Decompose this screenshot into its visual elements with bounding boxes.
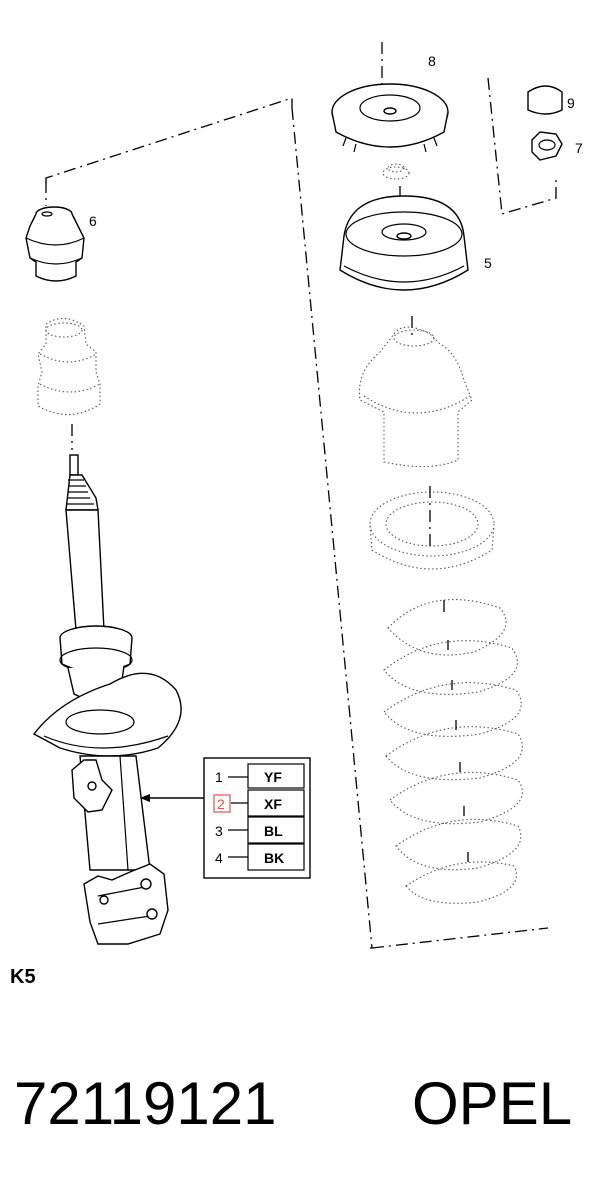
callout-5: 5 (484, 255, 492, 271)
cap (527, 85, 563, 115)
spring-pad (369, 486, 495, 570)
brand-name: OPEL (412, 1070, 572, 1137)
variant-code-4: BK (264, 850, 284, 866)
strut-top-mount (331, 83, 449, 153)
selected-index-box (213, 794, 231, 813)
shock-absorber (32, 454, 182, 945)
callout-9: 9 (567, 95, 575, 111)
guide-lines (45, 42, 557, 949)
variant-table: 1 2 3 4 YF XF BL BK (203, 757, 311, 879)
coil-spring (383, 599, 523, 904)
variant-index-1: 1 (215, 769, 223, 785)
leader-arrow (140, 794, 204, 802)
nut (531, 131, 563, 161)
callout-8: 8 (428, 53, 436, 69)
variant-cell-1 (247, 763, 305, 789)
spring-upper-seat (339, 195, 469, 291)
callout-7: 7 (575, 140, 583, 156)
variant-code-3: BL (264, 823, 283, 839)
dust-boot (358, 326, 473, 468)
part-number: 72119121 (14, 1070, 277, 1137)
variant-index-4: 4 (215, 850, 223, 866)
callout-6: 6 (89, 213, 97, 229)
variant-index-3: 3 (215, 823, 223, 839)
variant-cell-3 (247, 816, 305, 844)
variant-code-1: YF (264, 769, 282, 785)
variant-code-2: XF (264, 796, 282, 812)
bump-stop (37, 317, 101, 416)
upper-bump-stop (25, 206, 85, 282)
variant-index-2: 2 (217, 796, 225, 812)
small-washer (382, 163, 410, 180)
section-label: K5 (10, 966, 36, 988)
